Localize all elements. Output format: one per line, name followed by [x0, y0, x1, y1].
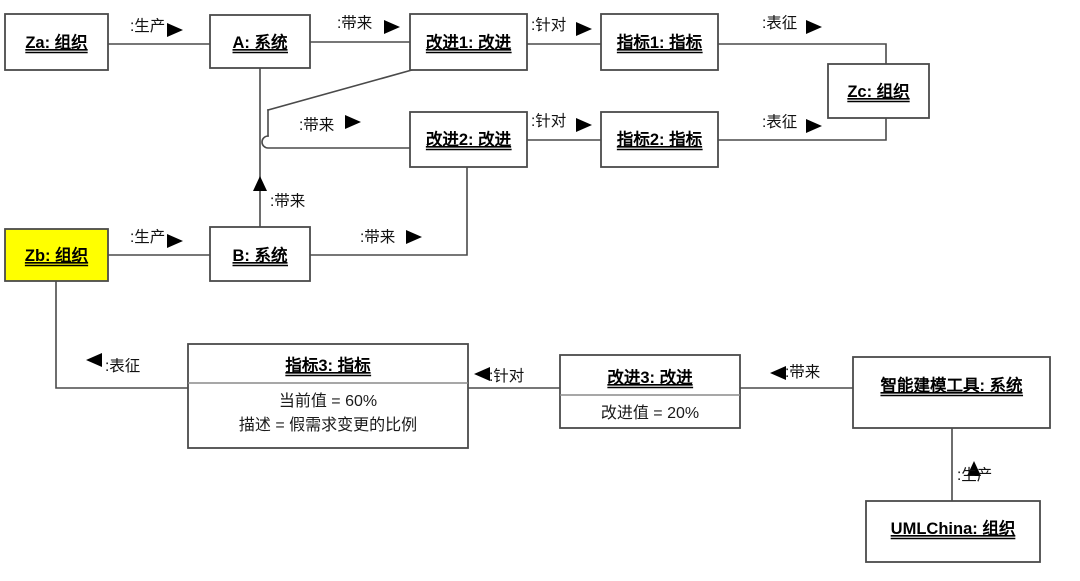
object-box-gaijin3[interactable]: 改进3: 改进 改进值 = 20% [559, 354, 741, 429]
link-tool-gaijin3[interactable] [739, 366, 854, 389]
arrow-left-icon [474, 367, 490, 381]
link-label-b-system-gaijin1: :带来 [270, 192, 305, 210]
box-outline [600, 111, 719, 168]
object-attribute: 当前值 = 60% [279, 392, 377, 410]
arrow-right-icon [167, 234, 183, 248]
object-title: A: 系统 [233, 32, 288, 52]
object-title: Zb: 组织 [25, 245, 88, 265]
link-label-umlchina-tool: :生产 [957, 466, 992, 484]
arrow-left-icon [86, 353, 102, 367]
object-title: 改进1: 改进 [426, 32, 512, 52]
link-label-zhibiao1-zc: :表征 [762, 14, 797, 32]
object-box-zhibiao3[interactable]: 指标3: 指标 当前值 = 60% 描述 = 假需求变更的比例 [187, 343, 469, 449]
link-za-a-system[interactable] [107, 23, 211, 45]
box-outline [409, 13, 528, 71]
arrow-up-icon [253, 176, 267, 191]
link-label-tool-gaijin3: :带来 [785, 363, 820, 381]
arrow-left-icon [770, 366, 786, 380]
object-box-za[interactable]: Za: 组织 [4, 13, 109, 71]
arrow-right-icon [806, 119, 822, 133]
object-attribute: 描述 = 假需求变更的比例 [239, 416, 417, 434]
link-zhibiao1-zc[interactable] [717, 20, 887, 65]
link-a-system-gaijin2[interactable] [261, 69, 413, 149]
link-gaijin1-zhibiao1[interactable] [526, 22, 602, 45]
edge-line [309, 166, 468, 256]
box-outline [4, 13, 109, 71]
box-outline [865, 500, 1041, 563]
link-zb-b-system[interactable] [107, 234, 211, 256]
link-gaijin2-zhibiao2[interactable] [526, 118, 602, 141]
box-outline [209, 14, 311, 69]
link-label-zb-b-system: :生产 [130, 228, 165, 246]
object-attribute: 改进值 = 20% [601, 404, 699, 422]
object-title: Za: 组织 [25, 32, 87, 52]
link-label-a-system-gaijin2: :带来 [299, 116, 334, 134]
object-box-umlchina[interactable]: UMLChina: 组织 [865, 500, 1041, 563]
box-outline [559, 354, 741, 429]
arrow-right-icon [806, 20, 822, 34]
link-label-gaijin2-zhibiao2: :针对 [531, 112, 566, 130]
box-outline [600, 13, 719, 71]
arrow-right-icon [576, 118, 592, 132]
arrow-right-icon [167, 23, 183, 37]
link-label-gaijin3-zhibiao3: :针对 [489, 367, 524, 385]
edge-line [717, 43, 887, 65]
object-box-gaijin1[interactable]: 改进1: 改进 [409, 13, 528, 71]
object-box-zhibiao2[interactable]: 指标2: 指标 [600, 111, 719, 168]
link-label-zb-zhibiao3: :表征 [105, 357, 140, 375]
object-box-zc[interactable]: Zc: 组织 [827, 63, 930, 119]
link-label-a-system-gaijin1: :带来 [337, 14, 372, 32]
arrow-right-icon [576, 22, 592, 36]
object-title: 改进2: 改进 [426, 129, 512, 149]
arrow-right-icon [345, 115, 361, 129]
link-label-gaijin1-zhibiao1: :针对 [531, 16, 566, 34]
link-b-system-gaijin2[interactable] [309, 166, 468, 256]
link-zhibiao2-zc[interactable] [717, 117, 887, 141]
object-box-a-system[interactable]: A: 系统 [209, 14, 311, 69]
link-zb-zhibiao3[interactable] [55, 280, 189, 389]
arrow-right-icon [406, 230, 422, 244]
link-gaijin3-zhibiao3[interactable] [467, 367, 561, 389]
object-title: 智能建模工具: 系统 [880, 375, 1023, 395]
edge-line [55, 280, 189, 389]
link-a-system-gaijin1[interactable] [309, 20, 411, 43]
box-outline [209, 226, 311, 282]
box-outline [4, 228, 109, 282]
arrow-up-icon [967, 461, 981, 476]
object-title: 指标2: 指标 [617, 129, 703, 149]
object-title: 指标1: 指标 [617, 32, 703, 52]
box-outline [827, 63, 930, 119]
link-b-system-gaijin1[interactable] [253, 67, 267, 228]
link-label-b-system-gaijin2: :带来 [360, 228, 395, 246]
edge-line-diagonal [267, 69, 413, 111]
object-title: Zc: 组织 [847, 81, 909, 101]
link-label-za-a-system: :生产 [130, 17, 165, 35]
object-title: UMLChina: 组织 [891, 518, 1016, 538]
box-outline [187, 343, 469, 449]
edge-line-hop [261, 135, 411, 149]
object-box-b-system[interactable]: B: 系统 [209, 226, 311, 282]
arrow-right-icon [384, 20, 400, 34]
object-title: 改进3: 改进 [607, 367, 693, 387]
object-box-tool[interactable]: 智能建模工具: 系统 [852, 356, 1051, 429]
box-outline [409, 111, 528, 168]
object-box-gaijin2[interactable]: 改进2: 改进 [409, 111, 528, 168]
object-title: B: 系统 [233, 245, 288, 265]
object-title: 指标3: 指标 [285, 355, 371, 375]
edge-line [717, 117, 887, 141]
object-box-zb[interactable]: Zb: 组织 [4, 228, 109, 282]
object-box-zhibiao1[interactable]: 指标1: 指标 [600, 13, 719, 71]
link-label-zhibiao2-zc: :表征 [762, 113, 797, 131]
link-umlchina-tool[interactable] [951, 427, 981, 502]
box-outline [852, 356, 1051, 429]
